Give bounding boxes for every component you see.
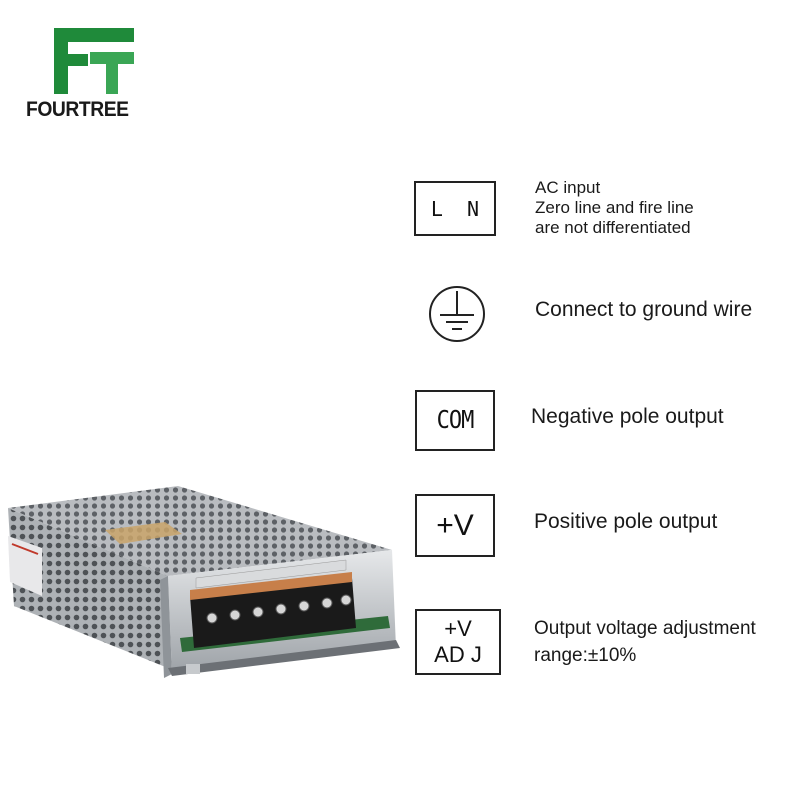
power-supply-image <box>8 486 400 678</box>
ln-symbol-box: L N <box>414 181 496 236</box>
ground-description: Connect to ground wire <box>535 298 753 321</box>
com-symbol: COM <box>436 406 475 435</box>
ac-input-description: AC input Zero line and fire line are not… <box>535 178 795 238</box>
adjust-symbol-line: +V <box>444 616 472 641</box>
positive-description: Positive pole output <box>534 510 718 533</box>
adjust-symbol-line: AD J <box>434 642 482 667</box>
positive-symbol-box: +V <box>415 494 495 557</box>
ground-icon <box>429 286 485 342</box>
adjust-description: Output voltage adjustment range:±10% <box>534 615 798 669</box>
ln-symbol: L N <box>430 196 480 221</box>
brand-name: FOURTREE <box>26 98 129 121</box>
desc-line: Output voltage adjustment <box>534 618 756 639</box>
desc-line: AC input <box>535 178 601 197</box>
fourtree-logo-mark-icon <box>54 28 134 94</box>
desc-line: Zero line and fire line <box>535 198 694 217</box>
adjust-symbol-box: +V AD J <box>415 609 501 675</box>
com-symbol-box: COM <box>415 390 495 451</box>
desc-line: range:±10% <box>534 645 637 666</box>
brand-logo: FOURTREE <box>24 24 134 124</box>
positive-symbol: +V <box>436 508 474 542</box>
desc-line: are not differentiated <box>535 218 691 237</box>
com-description: Negative pole output <box>531 405 724 428</box>
